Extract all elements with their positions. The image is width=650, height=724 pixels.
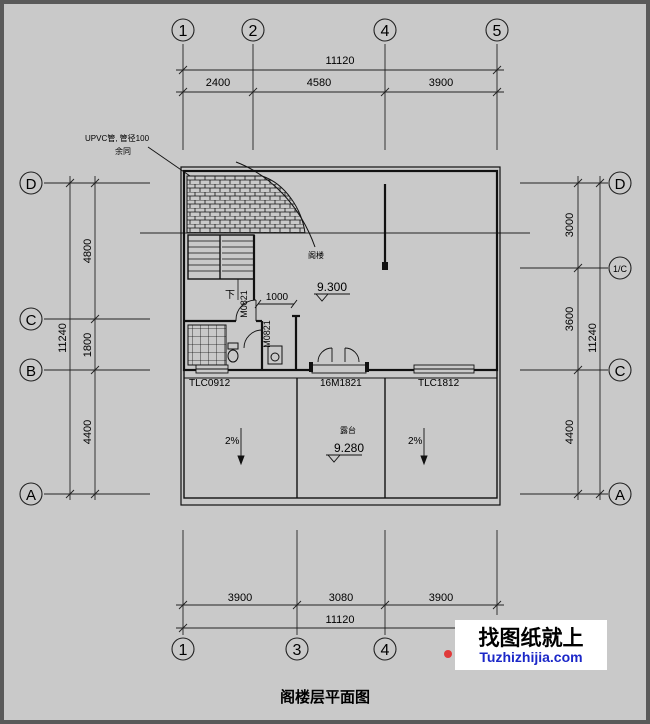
svg-text:2: 2 — [249, 23, 258, 40]
svg-text:5: 5 — [493, 23, 502, 40]
axis-bubble-top-5: 5 — [485, 18, 509, 42]
right-dim-1: 3000 — [564, 213, 576, 237]
axis-bubble-left-B: B — [19, 358, 43, 382]
window-label-tlc0912: TLC0912 — [189, 378, 231, 389]
bathroom-tiles — [187, 324, 227, 366]
top-dimensions — [176, 65, 504, 97]
svg-text:B: B — [26, 363, 36, 380]
top-dim-3: 3900 — [429, 77, 453, 89]
drawing-title: 阁楼层平面图 — [279, 688, 370, 706]
slope-right: 2% — [408, 436, 423, 447]
left-dim-1: 4800 — [82, 239, 94, 263]
stair-down-label: 下 — [225, 290, 235, 301]
attic-label: 阁楼 — [308, 250, 324, 260]
axis-bubble-bottom-1: 1 — [171, 637, 195, 661]
bottom-total-dim: 11120 — [326, 614, 355, 626]
right-total-dim: 11240 — [587, 323, 599, 353]
interior-walls — [184, 184, 387, 370]
toilet — [227, 342, 239, 363]
bottom-dim-2: 3080 — [329, 592, 353, 604]
left-dim-2: 1800 — [82, 333, 94, 357]
svg-text:C: C — [615, 363, 626, 380]
axis-bubble-top-1: 1 — [171, 18, 195, 42]
opening-jambs — [309, 362, 369, 372]
svg-text:A: A — [615, 487, 625, 504]
upvc-note: UPVC管, 管径100 — [85, 133, 150, 143]
watermark-cn: 找图纸就上 — [478, 626, 584, 650]
axis-bubble-top-2: 2 — [241, 18, 265, 42]
axis-bubble-bottom-4: 4 — [373, 637, 397, 661]
upvc-note-2: 余同 — [115, 146, 131, 156]
window-label-tlc1812: TLC1812 — [418, 378, 460, 389]
svg-text:4: 4 — [381, 23, 390, 40]
axis-bubble-bottom-3: 3 — [285, 637, 309, 661]
terrace-label: 露台 — [340, 425, 356, 435]
right-dim-2: 3600 — [564, 307, 576, 331]
svg-text:D: D — [615, 176, 626, 193]
attic-elevation: 9.300 — [317, 280, 347, 294]
axis-bubble-right-A: A — [608, 482, 632, 506]
slope-left: 2% — [225, 436, 240, 447]
watermark-en: Tuzhizhijia.com — [479, 649, 583, 665]
axis-bubble-right-D: D — [608, 171, 632, 195]
svg-text:D: D — [26, 176, 37, 193]
door-swings — [235, 299, 360, 363]
staircase — [187, 234, 255, 300]
bottom-dim-3: 3900 — [429, 592, 453, 604]
door-label-16m1821: 16M1821 — [320, 378, 362, 389]
svg-text:C: C — [26, 312, 37, 329]
axis-bubble-left-D: D — [19, 171, 43, 195]
axis-bubble-left-A: A — [19, 482, 43, 506]
attic-level-mark — [314, 293, 350, 302]
axis-bubble-top-4: 4 — [373, 18, 397, 42]
basin — [267, 345, 283, 365]
roof-curve — [235, 161, 316, 248]
slope-arrow-right — [420, 428, 428, 466]
left-total-dim: 11240 — [57, 323, 69, 353]
inner-dimension — [254, 299, 298, 309]
terrace-level-mark — [326, 454, 362, 463]
watermark-flower-icon — [444, 650, 452, 658]
right-dim-3: 4400 — [564, 420, 576, 444]
terrace-elevation: 9.280 — [334, 441, 364, 455]
svg-text:1: 1 — [179, 23, 188, 40]
slope-arrow-left — [237, 428, 245, 466]
svg-text:1/C: 1/C — [613, 264, 628, 274]
svg-text:1: 1 — [179, 642, 188, 659]
axis-bubble-right-C: C — [608, 358, 632, 382]
left-dimensions — [65, 176, 100, 500]
upvc-leader — [147, 146, 191, 177]
svg-text:A: A — [26, 487, 36, 504]
watermark: 找图纸就上 Tuzhizhijia.com — [455, 620, 607, 670]
axis-bubble-right-1C: 1/C — [608, 256, 632, 280]
left-dim-3: 4400 — [82, 420, 94, 444]
svg-text:3: 3 — [293, 642, 302, 659]
right-dimensions — [573, 176, 605, 500]
door-label-m0821-a: M0821 — [239, 290, 249, 318]
top-dim-2: 4580 — [307, 77, 331, 89]
bottom-axis-lines — [182, 530, 498, 635]
right-axis-lines — [520, 182, 608, 495]
left-axis-lines — [44, 182, 150, 495]
top-total-dim: 11120 — [326, 55, 355, 67]
column — [382, 262, 388, 270]
door-label-m0821-b: M0821 — [262, 320, 272, 348]
building-walls — [180, 166, 501, 506]
inner-dim-1000: 1000 — [266, 292, 289, 303]
svg-text:4: 4 — [381, 642, 390, 659]
top-dim-1: 2400 — [206, 77, 230, 89]
axis-bubble-left-C: C — [19, 307, 43, 331]
bottom-dim-1: 3900 — [228, 592, 252, 604]
tiled-roof — [186, 175, 306, 234]
top-axis-lines — [182, 44, 498, 150]
